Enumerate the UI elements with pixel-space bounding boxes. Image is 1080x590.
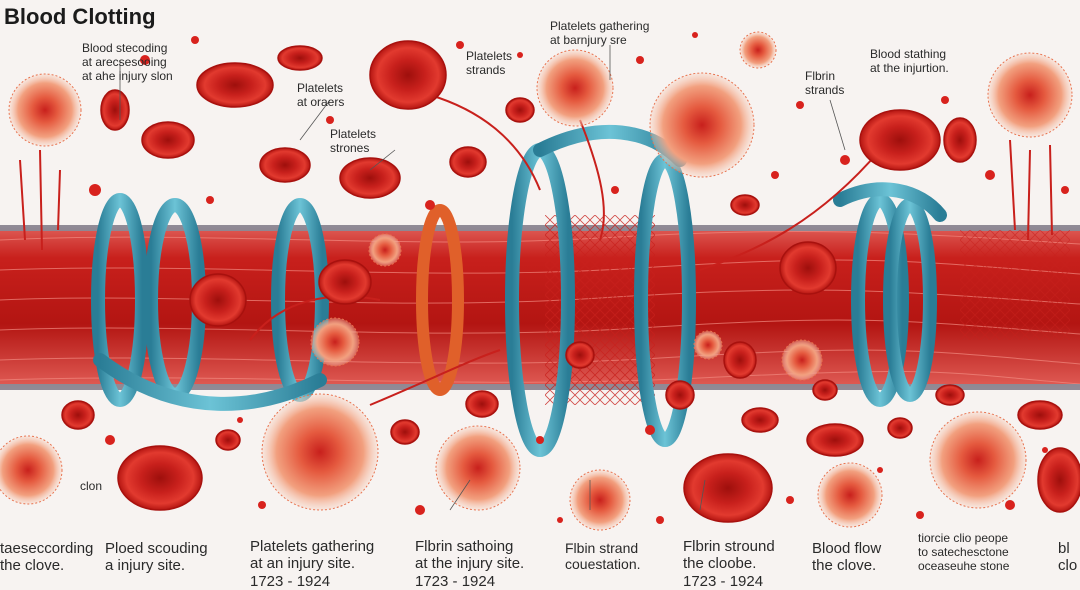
label-fibrin-strands: Flbrin strands <box>805 69 845 97</box>
label-bottom-1: taeseccording the clove. <box>0 540 94 575</box>
label-bottom-6: Flbrin stround the cloobe. 1723 - 1924 <box>683 538 775 590</box>
label-bottom-4: Flbrin sathoing at the injury site. 1723… <box>415 538 525 590</box>
orange-fibrin-ring <box>416 204 464 396</box>
blood-droplets <box>89 32 1069 524</box>
red-blood-cells <box>61 40 1080 523</box>
label-bottom-7: Blood flow the clove. <box>812 540 882 575</box>
label-platelets-gathering-top: Platelets gathering at barnjury sre <box>550 19 650 47</box>
label-bottom-8: tiorcie clio peope to satechesctone ocea… <box>918 531 1010 573</box>
label-blood-stecoding: Blood stecoding at arecsesooing at ahe i… <box>82 41 173 83</box>
label-bottom-2: Ploed scouding a injury site. <box>105 540 208 575</box>
label-platelets-oraers: Platelets at oraers <box>297 81 345 109</box>
platelet-clusters <box>0 31 1073 531</box>
label-bottom-5: Flbin strand couestation. <box>565 540 641 573</box>
label-blood-stathing: Blood stathing at the injurtion. <box>870 47 949 75</box>
label-bottom-3: Platelets gathering at an injury site. 1… <box>250 538 375 590</box>
label-pointers <box>119 45 846 511</box>
label-clon: clon <box>80 479 103 493</box>
label-platelets-strands: Platelets strands <box>466 49 513 77</box>
label-bottom-9: bl clo <box>1058 540 1078 575</box>
page-title: Blood Clotting <box>4 4 156 29</box>
label-platelets-strones: Platelets strones <box>330 127 377 155</box>
